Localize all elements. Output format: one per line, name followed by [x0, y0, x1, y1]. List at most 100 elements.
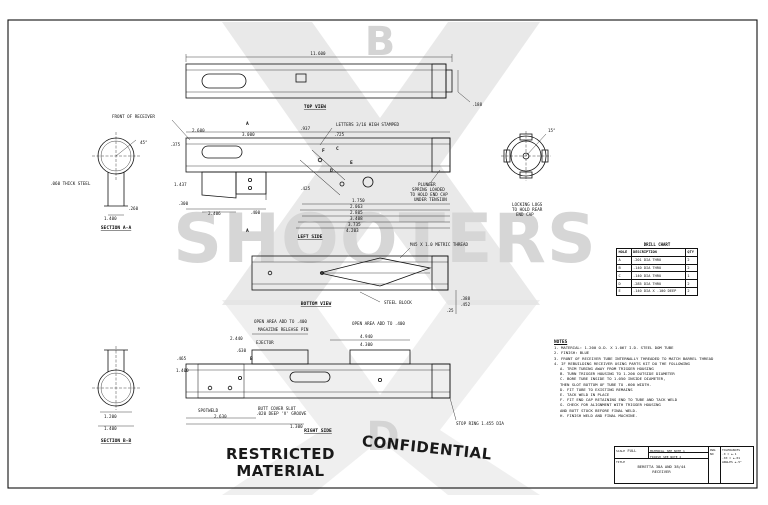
dim-left-2406: 2.406: [208, 211, 221, 216]
section-mark-d: D: [330, 168, 333, 174]
tb-finish-label: FINISH: [650, 455, 661, 459]
dim-bottom-25: .25: [446, 308, 454, 313]
tb-material-cell: MATERIAL SEE NOTE 1: [649, 447, 709, 453]
section-a-a: [92, 132, 140, 216]
label-ejector: EJECTOR: [256, 340, 274, 345]
dim-left-400: .400: [250, 210, 261, 215]
section-mark-a-lower: A: [246, 228, 249, 234]
drill-cell: C: [616, 271, 632, 281]
table-row: B .140 DIA THRU 2: [616, 263, 699, 273]
table-row: C .140 DIA THRU 1: [616, 271, 699, 281]
dim-left-1750: 1.750: [352, 198, 365, 203]
tb-tol-1: .X = ±.1: [722, 452, 737, 456]
drill-cell: 2: [684, 255, 699, 265]
label-spring-loaded: SPRING LOADED: [412, 187, 445, 192]
dim-left-2600: 2.600: [192, 128, 205, 133]
dim-left-300: .300: [178, 201, 189, 206]
table-row: A .201 DIA THRU 2: [616, 255, 699, 265]
label-letters-stamped: LETTERS 3/16 HIGH STAMPED: [336, 122, 400, 127]
end-cap-view: [501, 131, 551, 181]
label-under-tension: UNDER TENSION: [414, 197, 447, 202]
notes-title: NOTES: [554, 340, 568, 345]
section-mark-b: B: [250, 356, 253, 362]
label-open-area-2: OPEN AREA ADD TO .400: [352, 321, 405, 326]
label-to-hold-end-cap: TO HOLD END CAP: [410, 192, 448, 197]
label-to-hold-rear: TO HOLD REAR: [512, 207, 543, 212]
tb-scale-label: SCALE: [616, 449, 626, 453]
tb-title-line1: BERETTA 38A AND 38/44: [637, 464, 686, 469]
note-line: 3. FRONT OF RECEIVER TUBE INTERNALLY THR…: [554, 355, 714, 361]
dim-sec-b-1400: 1.400: [104, 426, 117, 431]
restricted-line1: RESTRICTED: [226, 445, 335, 463]
tb-tol-2: .XX = ±.01: [722, 456, 741, 460]
drill-cell: 2: [684, 263, 699, 273]
note-line: B. TURN TRIGGER HOUSING TO 1.200 OUTSIDE…: [560, 371, 675, 377]
label-stop-ring: STOP RING 1.455 DIA: [456, 421, 504, 426]
dim-left-2805: 2.805: [350, 210, 363, 215]
watermark-word: SHOOTERS: [173, 200, 597, 279]
restricted-line2: MATERIAL: [236, 462, 325, 480]
drill-cell: 1: [684, 271, 699, 281]
drill-cell: 2: [684, 279, 699, 288]
label-top-view: TOP VIEW: [304, 104, 326, 110]
drill-cell: .140 DIA THRU: [630, 263, 686, 273]
label-thick-steel: .060 THICK STEEL: [50, 181, 91, 186]
dim-right-465: .465: [176, 356, 187, 361]
drill-cell: 2: [684, 286, 699, 296]
tb-title-line2: RECEIVER: [652, 469, 671, 474]
dim-right-4940: 4.940: [360, 334, 373, 339]
dim-left-375: .375: [170, 142, 181, 147]
label-front-of-receiver: FRONT OF RECEIVER: [112, 114, 155, 119]
tb-tolerance-cell: TOLERANCES .X = ±.1 .XX = ±.01 ANGLES ±.…: [721, 447, 753, 483]
dim-sec-a-45: 45°: [140, 140, 148, 145]
drill-cell: D: [616, 279, 632, 288]
dim-left-425: .425: [300, 186, 311, 191]
bottom-view: [251, 247, 457, 314]
note-line: F. FIT END CAP RETAINING END TO TUBE AND…: [560, 397, 678, 403]
drill-cell: E: [616, 286, 632, 296]
tb-finish-value: SEE NOTE 2: [663, 455, 682, 459]
note-line: E. TACK WELD IN PLACE: [560, 392, 610, 398]
dim-left-725: .725: [334, 132, 345, 137]
label-magazine-release: MAGAZINE RELEASE PIN: [258, 327, 309, 332]
label-metric-thread: M45 X 1.0 METRIC THREAD: [410, 242, 468, 247]
tb-scale-value: FULL: [627, 448, 637, 453]
dim-sec-a-260: .260: [128, 206, 139, 211]
note-line: H. FINISH WELD AND FINAL MACHINE.: [560, 412, 638, 418]
section-mark-e: E: [350, 160, 353, 166]
note-line: AND BUTT STOCK BEFORE FINAL WELD.: [560, 407, 638, 413]
label-butt-cover-2: .020 DEEP 'V' GROOVE: [256, 411, 307, 416]
tb-title-cell: TITLE BERETTA 38A AND 38/44 RECEIVER: [615, 459, 709, 483]
dim-top-overall: 11.600: [310, 51, 326, 56]
dim-right-630: .630: [236, 348, 247, 353]
dim-right-1400: 1.400: [176, 368, 189, 373]
dim-left-2063: 2.063: [350, 204, 363, 209]
dim-left-1437: 1.437: [174, 182, 187, 187]
drill-cell: .140 DIA X .100 DEEP: [630, 286, 686, 296]
dim-sec-b-1200: 1.200: [104, 414, 117, 419]
tb-material-value: SEE NOTE 1: [666, 449, 685, 453]
restricted-stamp: RESTRICTED MATERIAL: [226, 446, 335, 480]
tb-tol-3: ANGLES ±.5°: [722, 460, 742, 464]
dim-cap-15: 15°: [548, 128, 556, 133]
label-butt-cover: BUTT COVER SLOT: [258, 406, 296, 411]
label-steel-block: STEEL BLOCK: [384, 300, 412, 305]
note-line: A. TRIM TUBING AWAY FROM TRIGGER HOUSING: [560, 366, 654, 372]
tb-tol-label: TOLERANCES: [722, 448, 741, 452]
drill-chart: DRILL CHART HOLE DESCRIPTION QTY A .201 …: [616, 242, 699, 296]
dim-left-3408: 3.408: [350, 216, 363, 221]
note-line: 1. MATERIAL: 1.200 O.D. X 1.067 I.D. STE…: [554, 345, 674, 351]
watermark-letter-bottom: D: [366, 414, 399, 460]
dim-right-4300: 4.300: [360, 342, 373, 347]
section-mark-f: F: [322, 148, 325, 154]
drill-header-qty: QTY: [684, 248, 699, 257]
right-side-view: [185, 333, 457, 425]
label-locking-lugs: LOCKING LUGS: [512, 202, 543, 207]
drill-chart-title: DRILL CHART: [643, 242, 671, 247]
label-open-area-1: OPEN AREA ADD TO .400: [254, 319, 307, 324]
tb-finish-cell: FINISH SEE NOTE 2: [649, 453, 709, 459]
label-bottom-view: BOTTOM VIEW: [301, 301, 332, 307]
dim-right-1300: 1.300: [290, 424, 303, 429]
watermark-letter-top: B: [365, 19, 396, 65]
